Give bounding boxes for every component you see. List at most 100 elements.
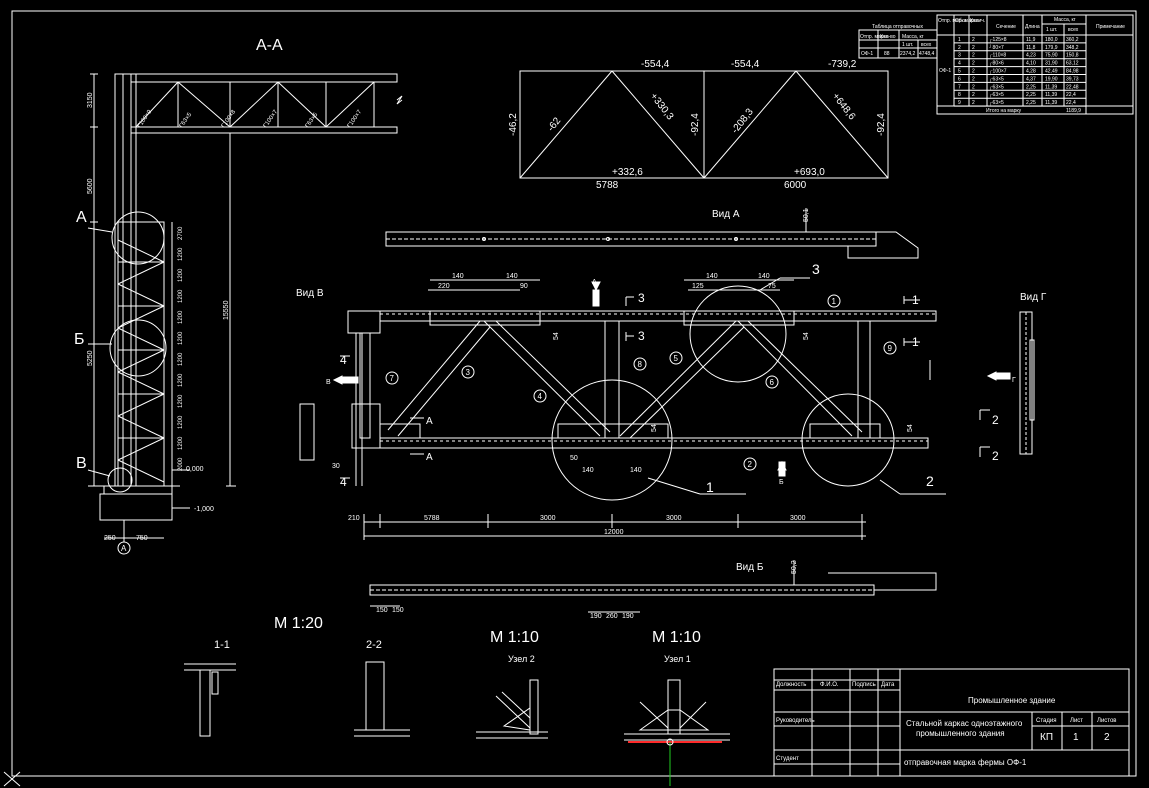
view-b-dim-2: 150 bbox=[392, 607, 404, 614]
force-diag-3: -208,3 bbox=[730, 106, 756, 135]
node-number: 7 bbox=[390, 374, 395, 383]
force-vert-1: -46,2 bbox=[508, 113, 519, 136]
spec-cell: ┘80×7 bbox=[988, 44, 1004, 51]
panel-dim: 1200 bbox=[178, 373, 184, 387]
view-a-label: Вид А bbox=[712, 209, 740, 220]
small-table-h1: Отпр. марка bbox=[860, 34, 889, 40]
view-b-label: Вид Б bbox=[736, 562, 764, 573]
scale-node2: М 1:10 bbox=[490, 629, 539, 646]
roof-member-label: Г100×7 bbox=[347, 109, 364, 129]
spec-cell: 84,98 bbox=[1066, 69, 1079, 75]
small-table-r2: 88 bbox=[884, 51, 890, 57]
column-lattice bbox=[117, 239, 165, 483]
section-aa-title: А-А bbox=[256, 37, 283, 54]
section-mark-1b: 1 bbox=[912, 335, 919, 349]
panel-dims: 2700120012001200120012001200120012001200… bbox=[178, 226, 184, 471]
force-span-1: 5788 bbox=[596, 180, 619, 191]
panel-dim: 1200 bbox=[178, 289, 184, 303]
node-dim-3: 140 bbox=[630, 467, 642, 474]
spec-cell: 360,2 bbox=[1066, 37, 1079, 43]
sheet-frame bbox=[11, 10, 1137, 777]
view-a bbox=[385, 208, 919, 259]
section-aa: А-А bbox=[87, 37, 403, 555]
title-block-texts: Должность Ф.И.О. Подпись Дата Руководите… bbox=[776, 682, 1117, 767]
node-number: 1 bbox=[832, 297, 837, 306]
left-dim: 30 bbox=[332, 463, 340, 470]
node-number: 4 bbox=[538, 392, 543, 401]
spec-cell: 348,2 bbox=[1066, 45, 1079, 51]
axis-bubble-label: А bbox=[121, 544, 127, 553]
node-number-circle bbox=[533, 389, 547, 403]
view-v-label: Вид В bbox=[296, 288, 324, 299]
tb-role-head: Руководитель bbox=[776, 718, 815, 724]
spec-cell: 4,10 bbox=[1026, 61, 1036, 67]
small-table-s2: всех bbox=[921, 42, 932, 48]
specification-texts: Отпр. марка Об. марка Колич. Сечение Дли… bbox=[860, 17, 1125, 114]
spec-cell: 3 bbox=[958, 53, 961, 59]
section-mark-aa1: А bbox=[426, 416, 433, 427]
top-dim-7: 125 bbox=[692, 283, 704, 290]
node-number-circle bbox=[827, 294, 841, 308]
gap-dim-2: 54 bbox=[803, 332, 810, 340]
spec-cell: 31,90 bbox=[1045, 61, 1058, 67]
view-g-label: Вид Г bbox=[1020, 292, 1047, 303]
section-mark-4a: 4 bbox=[340, 353, 347, 367]
column-dim-top: 3150 bbox=[87, 92, 94, 108]
bottom-dim-1: 250 bbox=[104, 535, 116, 542]
spec-sub-1: 1 шт. bbox=[1046, 27, 1057, 33]
scale-node1: М 1:10 bbox=[652, 629, 701, 646]
spec-cell: 2 bbox=[972, 76, 975, 82]
section-mark-2b: 2 bbox=[992, 449, 999, 463]
panel-dim: 1200 bbox=[178, 247, 184, 261]
node-2-label: Узел 2 bbox=[508, 654, 535, 664]
top-dim-5: 140 bbox=[706, 273, 718, 280]
node-number: 6 bbox=[770, 378, 775, 387]
detail-circle-a bbox=[111, 211, 165, 265]
spec-header-length: Длина bbox=[1025, 24, 1040, 30]
detail-circle-node3 bbox=[689, 285, 787, 383]
spec-cell: ┌100×7 bbox=[989, 69, 1007, 75]
truss-diagonals bbox=[387, 320, 863, 439]
node-number: 8 bbox=[638, 360, 643, 369]
tb-sheets: 2 bbox=[1104, 732, 1110, 743]
spec-cell: 2 bbox=[972, 53, 975, 59]
panel-dim: 1200 bbox=[178, 352, 184, 366]
arrow-label-g: Г bbox=[1012, 377, 1016, 384]
spec-cell: 63,12 bbox=[1066, 61, 1079, 67]
tb-col-sign: Подпись bbox=[852, 682, 876, 688]
panel-dim: 1200 bbox=[178, 436, 184, 450]
force-top-3: -739,2 bbox=[828, 59, 857, 70]
spec-cell: 2,25 bbox=[1026, 84, 1036, 90]
spec-cell: ┌63×5 bbox=[989, 76, 1004, 82]
scale-main: М 1:20 bbox=[274, 615, 323, 632]
spec-mark: ОФ-1 bbox=[939, 68, 951, 74]
view-b-dim: 50,2 bbox=[791, 560, 798, 574]
column-dim-total: 15550 bbox=[223, 300, 230, 320]
force-diag-4: +648,6 bbox=[830, 91, 858, 122]
spec-cell: 6 bbox=[958, 76, 961, 82]
small-table-title: Таблица отправочных bbox=[872, 24, 923, 30]
spec-cell: ┌125×8 bbox=[989, 37, 1007, 43]
spec-cell: 11,39 bbox=[1045, 100, 1057, 106]
section-details-texts: М 1:20 М 1:10 М 1:10 1-1 2-2 Узел 2 Узел… bbox=[214, 615, 701, 664]
title-block bbox=[773, 668, 1130, 777]
tb-sheet-name: отправочная марка фермы ОФ-1 bbox=[904, 758, 1027, 767]
section-mark-3b: 3 bbox=[638, 329, 645, 343]
panel-dim: 1200 bbox=[178, 268, 184, 282]
column-label-b: Б bbox=[74, 331, 85, 348]
node-dim-2: 140 bbox=[582, 467, 594, 474]
small-table-r4: 4748,4 bbox=[919, 51, 935, 57]
total-dim: 12000 bbox=[604, 529, 624, 536]
bottom-dim-c: 3000 bbox=[540, 515, 556, 522]
arrow-label-b: Б bbox=[779, 479, 784, 486]
spec-cell: 5 bbox=[958, 69, 961, 75]
view-b-dim-5: 190 bbox=[622, 613, 634, 620]
spec-cell: 2 bbox=[972, 37, 975, 43]
spec-cell: ┌110×8 bbox=[989, 53, 1006, 59]
spec-cell: 4 bbox=[958, 61, 961, 67]
tb-role-student: Студент bbox=[776, 756, 799, 762]
detail-circle-b bbox=[109, 319, 167, 377]
bottom-dim-a: 210 bbox=[348, 515, 360, 522]
spec-cell: 2,25 bbox=[1026, 92, 1036, 98]
